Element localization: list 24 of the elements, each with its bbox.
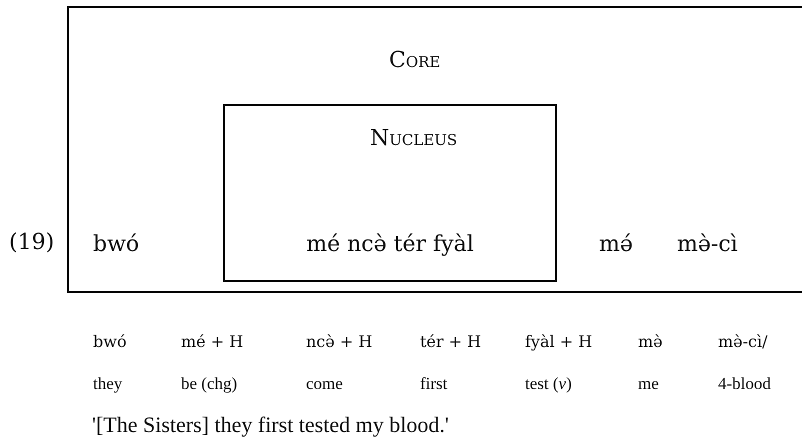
gloss-text: come bbox=[306, 374, 343, 394]
group-heading: Core bbox=[389, 48, 440, 74]
morpheme-text: mə̀-cì/ bbox=[718, 332, 768, 352]
morpheme-text: tér + H bbox=[420, 332, 482, 352]
morpheme-text: mé + H bbox=[181, 332, 244, 352]
gloss-text: test (v) bbox=[525, 374, 572, 394]
word-text: mə̀-cì bbox=[677, 232, 738, 258]
example-number: (19) bbox=[9, 230, 54, 256]
gloss-text: me bbox=[638, 374, 659, 394]
word-text: mə́ bbox=[599, 232, 633, 258]
group-heading: Nucleus bbox=[370, 126, 458, 152]
morpheme-text: ncə̀ + H bbox=[306, 332, 372, 352]
constituent-box bbox=[223, 104, 557, 282]
constituent-box bbox=[67, 6, 802, 293]
translation-text: '[The Sisters] they first tested my blood.' bbox=[92, 412, 449, 438]
gloss-text: they bbox=[93, 374, 122, 394]
word-text: mé ncə̀ tér fyàl bbox=[306, 232, 474, 258]
morpheme-text: fyàl + H bbox=[525, 332, 592, 352]
gloss-text: be (chg) bbox=[181, 374, 238, 394]
gloss-text: 4-blood bbox=[718, 374, 771, 394]
gloss-text: first bbox=[420, 374, 448, 394]
word-text: bwó bbox=[93, 232, 140, 258]
morpheme-text: mə̀ bbox=[638, 332, 663, 352]
morpheme-text: bwó bbox=[93, 332, 127, 352]
